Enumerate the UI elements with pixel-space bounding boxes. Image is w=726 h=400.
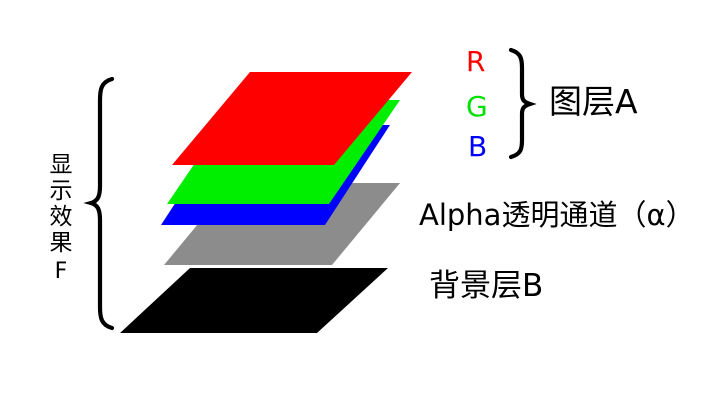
red-channel-letter: R — [466, 45, 486, 78]
background-layer-plane — [120, 268, 388, 333]
display-effect-suffix: F — [54, 259, 68, 284]
display-effect-char-3: 效 — [49, 204, 73, 230]
alpha-channel-label: Alpha透明通道（α） — [419, 198, 695, 232]
right-curly-brace — [508, 47, 537, 160]
green-channel-letter: G — [466, 90, 488, 123]
display-effect-char-4: 果 — [49, 230, 73, 256]
background-layer-label: 背景层B — [429, 268, 544, 304]
red-layer-plane — [172, 72, 412, 165]
display-effect-label: 显 示 效 果 F — [44, 152, 78, 285]
display-effect-char-1: 显 — [49, 152, 73, 178]
display-effect-char-2: 示 — [49, 178, 73, 204]
blue-channel-letter: B — [468, 130, 488, 163]
left-curly-brace — [83, 76, 115, 331]
layer-a-label: 图层A — [549, 82, 638, 121]
